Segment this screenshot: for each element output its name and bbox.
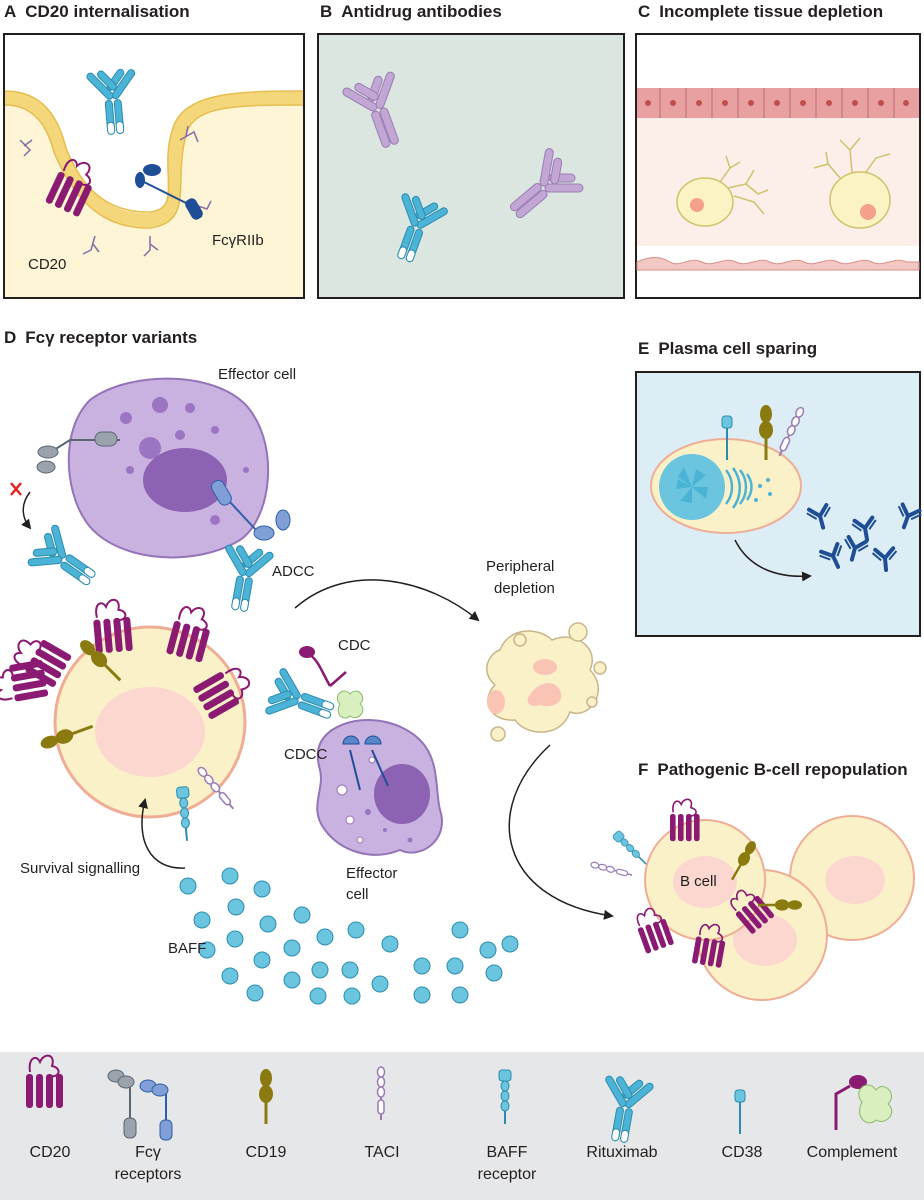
panel-e [635, 371, 924, 637]
panel-f [589, 798, 915, 1001]
label-effector-cell-bottom-1: Effector [346, 865, 398, 882]
label-cdc: CDC [338, 637, 371, 654]
legend-label-cd20: CD20 [29, 1144, 71, 1161]
label-fcgriib: FcγRIIb [212, 232, 264, 249]
label-b-cell: B cell [680, 873, 717, 890]
diagram-canvas [0, 33, 924, 1005]
legend-label-complement: Complement [806, 1144, 898, 1161]
label-peripheral-2: depletion [494, 580, 555, 597]
legend-label-cd19: CD19 [245, 1144, 287, 1161]
legend-label-taci: TACI [364, 1144, 400, 1161]
label-adcc: ADCC [272, 563, 315, 580]
legend-baff-receptor-icon [498, 1069, 512, 1125]
label-survival-signalling: Survival signalling [20, 860, 141, 877]
label-cdcc: CDCC [284, 746, 328, 763]
label-peripheral-1: Peripheral [486, 558, 555, 575]
legend-icons [25, 1054, 893, 1147]
legend-label-rituximab: Rituximab [586, 1144, 658, 1161]
label-effector-cell-top: Effector cell [218, 366, 297, 383]
label-effector-cell-bottom-2: cell [346, 886, 369, 903]
panel-c [635, 33, 921, 299]
label-baff: BAFF [168, 940, 207, 957]
legend-taci-icon [376, 1066, 386, 1121]
panel-d [0, 377, 614, 1005]
legend-label-cd38: CD38 [721, 1144, 763, 1161]
legend-complement-icon [834, 1075, 893, 1130]
legend-rituximab-icon [593, 1067, 657, 1147]
label-cd20: CD20 [28, 256, 67, 273]
panel-a [3, 33, 305, 299]
panel-b [317, 33, 625, 299]
legend-cd20-icon [25, 1054, 64, 1109]
legend-cd38-icon [734, 1089, 746, 1135]
legend-fcg-receptors-icon [107, 1069, 173, 1141]
legend-cd19-icon [257, 1067, 275, 1126]
